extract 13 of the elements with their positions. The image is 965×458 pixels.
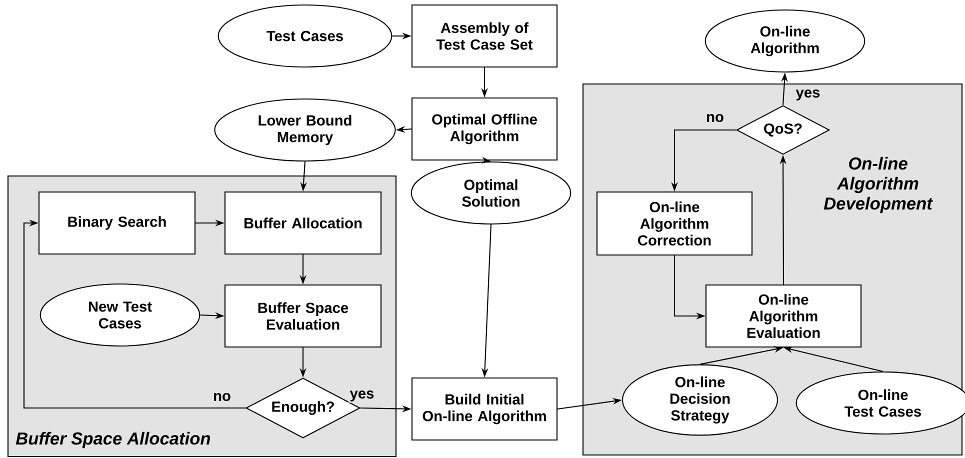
process-box: Build Initial On-line Algorithm (411, 377, 558, 441)
edge-label: no (704, 112, 726, 124)
process-box: Optimal Offline Algorithm (411, 97, 558, 161)
process-box: Buffer Allocation (224, 191, 382, 255)
process-box: On-line Algorithm Evaluation (705, 284, 862, 348)
edge-label: no (212, 392, 232, 402)
process-box: On-line Algorithm Correction (596, 191, 753, 256)
process-box: Assembly of Test Case Set (411, 4, 558, 68)
arrow (23, 220, 246, 409)
process-box: Binary Search (38, 191, 196, 255)
edge-label: yes (794, 88, 822, 102)
process-box: Buffer Space Evaluation (224, 284, 382, 348)
edge-label: yes (348, 389, 376, 403)
